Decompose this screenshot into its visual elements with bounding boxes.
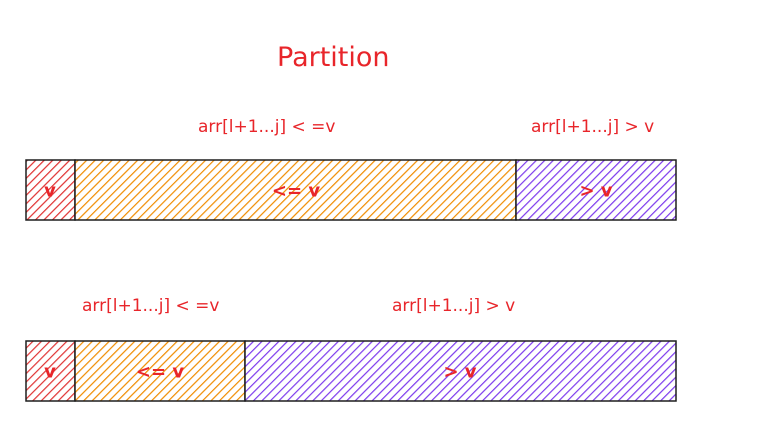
row1-gt-range-label: arr[l+1...j] > v: [531, 117, 655, 137]
row2-pivot-label: v: [44, 361, 56, 383]
row2-gt-label: > v: [443, 361, 477, 383]
row2-le-range-label: arr[l+1...j] < =v: [82, 296, 220, 316]
row2-le-segment: [74, 340, 246, 402]
row2-gt-range-label: arr[l+1...j] > v: [392, 296, 516, 316]
row1-pivot-segment: [25, 159, 76, 221]
diagram-title: Partition: [277, 42, 390, 73]
row1-gt-label: > v: [579, 180, 613, 202]
row1-pivot-label: v: [44, 180, 56, 202]
row1-le-segment: [74, 159, 517, 221]
row2-gt-segment: [244, 340, 677, 402]
array-row-1: [25, 159, 677, 221]
row1-le-label: <= v: [271, 180, 321, 202]
row1-le-range-label: arr[l+1...j] < =v: [198, 117, 336, 137]
row2-le-label: <= v: [135, 361, 185, 383]
row1-gt-segment: [515, 159, 677, 221]
array-row-2: [25, 340, 677, 402]
